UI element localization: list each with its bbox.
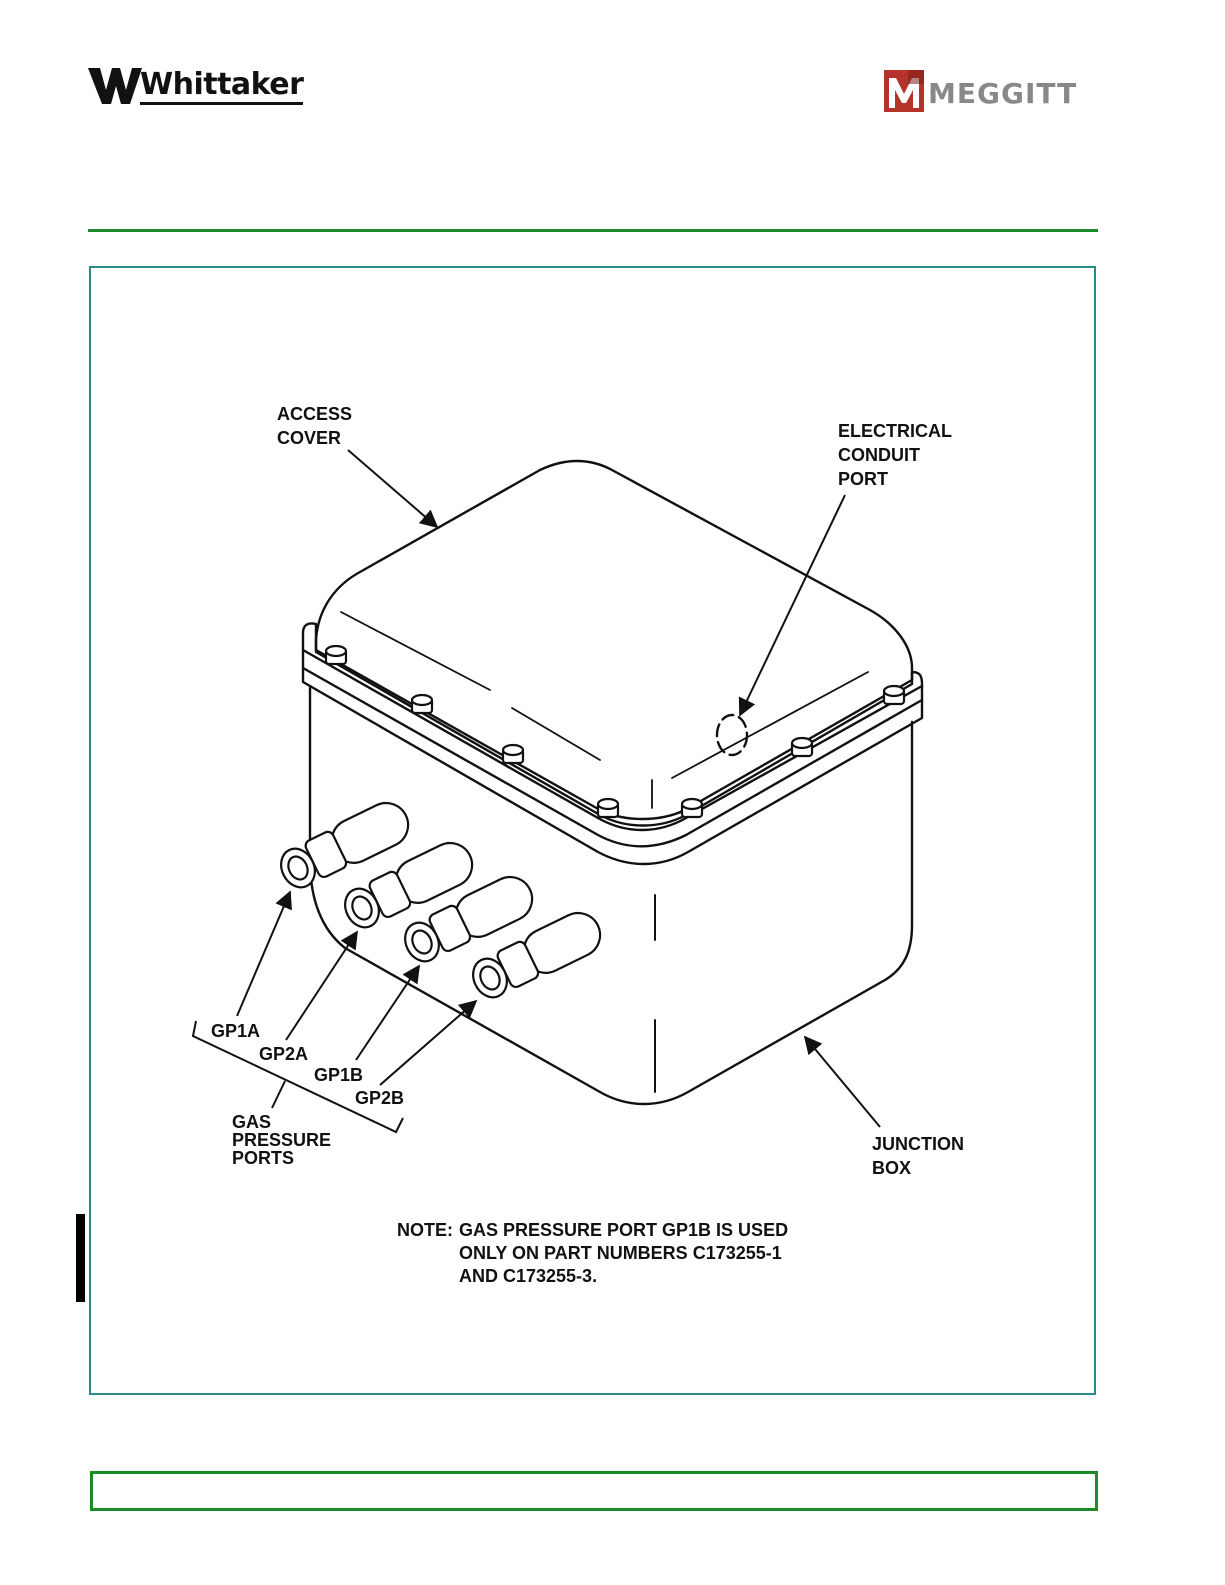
leader-gp2b	[380, 1001, 476, 1085]
bolt-1	[326, 646, 346, 664]
cover-rim-front	[316, 640, 912, 819]
leader-junction-box	[805, 1037, 880, 1127]
bolt-5	[682, 799, 702, 817]
bolt-2	[412, 695, 432, 713]
note-text: GAS PRESSURE PORT GP1B IS USED ONLY ON P…	[459, 1220, 793, 1286]
cover-bolts	[326, 646, 904, 817]
label-electrical-conduit-port: ELECTRICAL CONDUIT PORT	[838, 421, 957, 489]
label-access-cover: ACCESS COVER	[277, 404, 357, 448]
bolt-3	[503, 745, 523, 763]
label-gp2a: GP2A	[259, 1044, 308, 1064]
leader-gp1b	[356, 966, 419, 1060]
leader-gp1a	[237, 892, 290, 1016]
leader-gp2a	[286, 932, 357, 1040]
access-cover	[316, 461, 912, 668]
leader-access-cover	[348, 450, 437, 527]
label-junction-box: JUNCTION BOX	[872, 1134, 969, 1178]
electrical-conduit-port	[717, 715, 747, 755]
bolt-4	[598, 799, 618, 817]
leader-conduit-port	[740, 495, 845, 715]
note-prefix: NOTE:	[397, 1220, 453, 1240]
label-gp2b: GP2B	[355, 1088, 404, 1108]
label-gas-pressure-ports: GAS PRESSURE PORTS	[232, 1112, 336, 1168]
bolt-7	[884, 686, 904, 704]
label-gp1a: GP1A	[211, 1021, 260, 1041]
label-gp1b: GP1B	[314, 1065, 363, 1085]
gas-pressure-fittings	[274, 796, 608, 1005]
bolt-6	[792, 738, 812, 756]
